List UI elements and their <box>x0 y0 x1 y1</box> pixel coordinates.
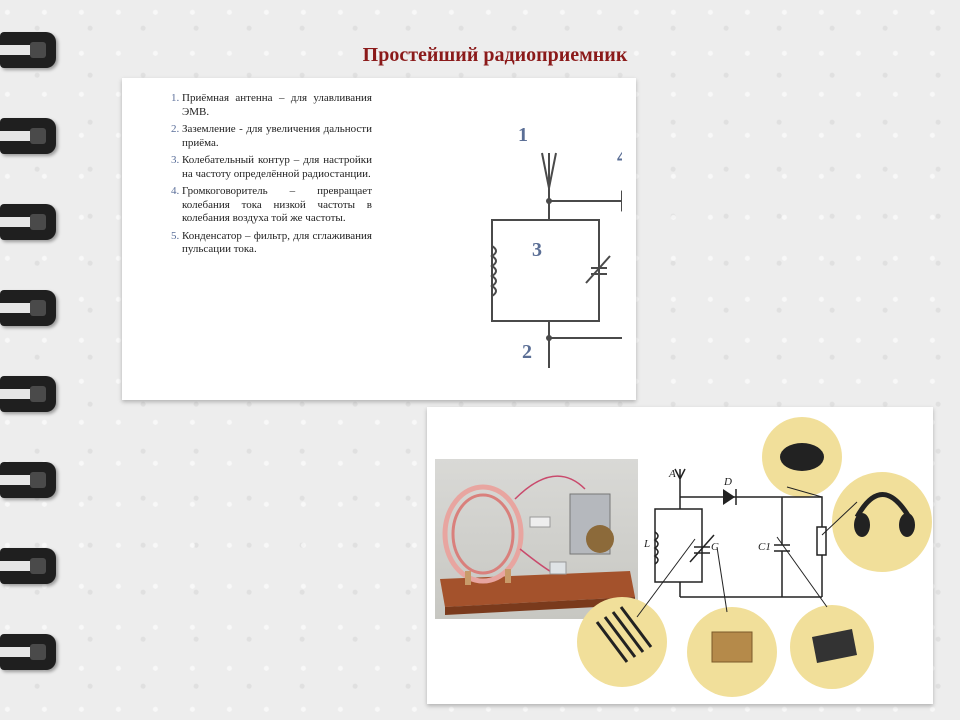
receiver-model-photo <box>435 459 638 619</box>
receiver-schematic-numbered: 1 2 3 4 5 6 <box>490 124 622 368</box>
legend-item: Громкоговоритель – превращает колебания … <box>182 185 372 226</box>
component-legend: Приёмная антенна – для улавливания ЭМВ. … <box>152 92 372 261</box>
coil-symbol <box>490 245 497 297</box>
binder-ring <box>0 462 60 502</box>
label-capacitor: C <box>711 541 719 553</box>
headphones-icon <box>854 492 912 519</box>
binder-ring <box>0 634 60 674</box>
variable-capacitor-icon <box>711 631 753 663</box>
binder-ring <box>0 118 60 158</box>
antenna-symbol <box>541 152 557 189</box>
headphone-capsule-icon <box>780 443 824 471</box>
label-antenna: 1 <box>518 124 528 146</box>
legend-item: Заземление - для увеличения дальности пр… <box>182 123 372 150</box>
binder-ring <box>0 290 60 330</box>
binder-ring <box>0 204 60 244</box>
photo-diagram-panel: A D L C C1 <box>427 407 933 704</box>
receiver-schematic-lettered: A D L C C1 <box>577 417 932 697</box>
label-circuit: 3 <box>532 239 542 261</box>
label-ground: 2 <box>522 341 532 363</box>
variable-capacitor-symbol <box>585 255 611 284</box>
label-antenna: A <box>668 468 676 480</box>
slide-title: Простейший радиоприемник <box>362 44 628 66</box>
coil-icon <box>595 606 653 663</box>
capacitor-icon <box>812 629 857 663</box>
label-coil: L <box>643 538 650 550</box>
binder-ring <box>0 32 60 72</box>
legend-item: Приёмная антенна – для улавливания ЭМВ. <box>182 92 372 119</box>
binder-ring <box>0 548 60 588</box>
binder-ring <box>0 376 60 416</box>
callout-headphones <box>832 472 932 572</box>
label-filter-capacitor: C1 <box>758 541 771 553</box>
label-diode: D <box>723 476 732 488</box>
legend-diagram-panel: Приёмная антенна – для улавливания ЭМВ. … <box>122 78 636 400</box>
label-diode: 4 <box>617 146 622 168</box>
legend-item: Колебательный контур – для настройки на … <box>182 154 372 181</box>
legend-item: Конденсатор – фильтр, для сглаживания пу… <box>182 230 372 257</box>
